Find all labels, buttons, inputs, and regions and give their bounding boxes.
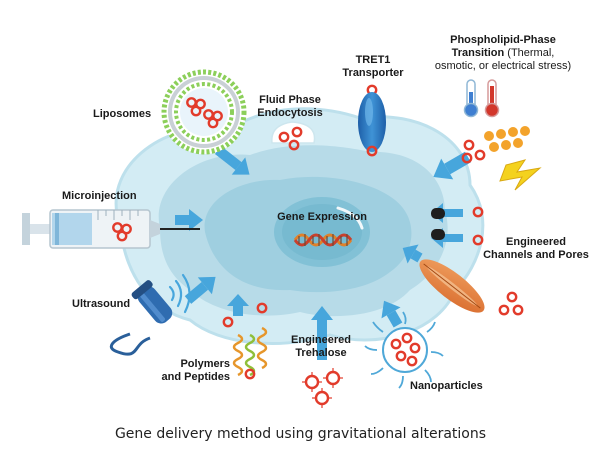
polymers-line2: and Peptides <box>161 371 230 383</box>
tret1-transporter-icon <box>358 84 386 157</box>
nucleus-highlight <box>336 206 364 230</box>
endocytosis-vesicle-icon <box>271 121 316 151</box>
center-label: Gene Expression <box>277 211 367 223</box>
microinjection-label: Microinjection <box>62 190 137 202</box>
figure-caption: Gene delivery method using gravitational… <box>114 426 487 442</box>
trehalose-molecules-icon <box>302 368 343 408</box>
arrow-polymers <box>227 294 249 316</box>
engineered-channels-label: Engineered Channels and Pores <box>480 236 592 262</box>
delivery-arrows <box>175 146 471 360</box>
ultrasound-label: Ultrasound <box>72 298 131 310</box>
nanoparticle-icon <box>364 311 444 389</box>
fluid-phase-endocytosis-label: Fluid Phase Endocytosis <box>245 94 335 120</box>
fluid-phase-line1: Fluid Phase <box>259 94 321 106</box>
cell <box>114 107 485 345</box>
liposome-icon <box>161 69 247 155</box>
engineered-trehalose-label: Engineered Trehalose <box>286 334 356 360</box>
arrow-liposomes <box>214 146 250 175</box>
tret1-line2: Transporter <box>342 67 404 79</box>
trehalose-line1: Engineered <box>291 334 351 346</box>
ppt-line2-bold: Transition <box>451 47 505 59</box>
syringe-icon <box>22 209 200 249</box>
trehalose-line2: Trehalose <box>295 347 347 359</box>
channel-protein-icon <box>431 206 484 246</box>
osmotic-particles-icon <box>484 126 530 152</box>
ppt-line3: osmotic, or electrical stress) <box>434 60 572 72</box>
channels-line2: Channels and Pores <box>483 249 589 261</box>
fluid-phase-line2: Endocytosis <box>257 107 323 119</box>
ultrasound-probe-icon <box>109 273 191 356</box>
nanoparticles-label: Nanoparticles <box>410 380 483 392</box>
ppt-line2-normal: (Thermal, <box>504 47 555 59</box>
liposomes-label: Liposomes <box>93 108 152 120</box>
channels-line1: Engineered <box>506 236 566 248</box>
arrow-ultrasound <box>184 276 216 304</box>
phase-transition-label: Phospholipid-Phase Transition (Thermal, … <box>418 34 588 73</box>
tret1-line1: TRET1 <box>355 54 391 66</box>
arrow-channel-pore <box>402 244 423 264</box>
ppt-line1: Phospholipid-Phase <box>450 34 556 46</box>
arrow-trehalose <box>311 306 333 360</box>
dna-helix-icon <box>293 233 353 247</box>
polymer-peptide-icon <box>222 302 268 380</box>
polymers-peptides-label: Polymers and Peptides <box>156 358 230 384</box>
ppt-line2: Transition (Thermal, <box>418 47 588 60</box>
pore-channel-icon <box>419 259 485 313</box>
arrow-nanoparticles <box>381 300 403 328</box>
arrow-microinjection <box>175 209 203 231</box>
lightning-icon <box>499 159 542 191</box>
thermometer-cold-icon <box>463 79 479 118</box>
thermometer-hot-icon <box>484 79 500 118</box>
pore-cargo <box>498 291 524 316</box>
tret1-label: TRET1 Transporter <box>335 54 411 80</box>
polymers-line1: Polymers <box>180 358 230 370</box>
arrow-phase-transition <box>433 151 471 180</box>
